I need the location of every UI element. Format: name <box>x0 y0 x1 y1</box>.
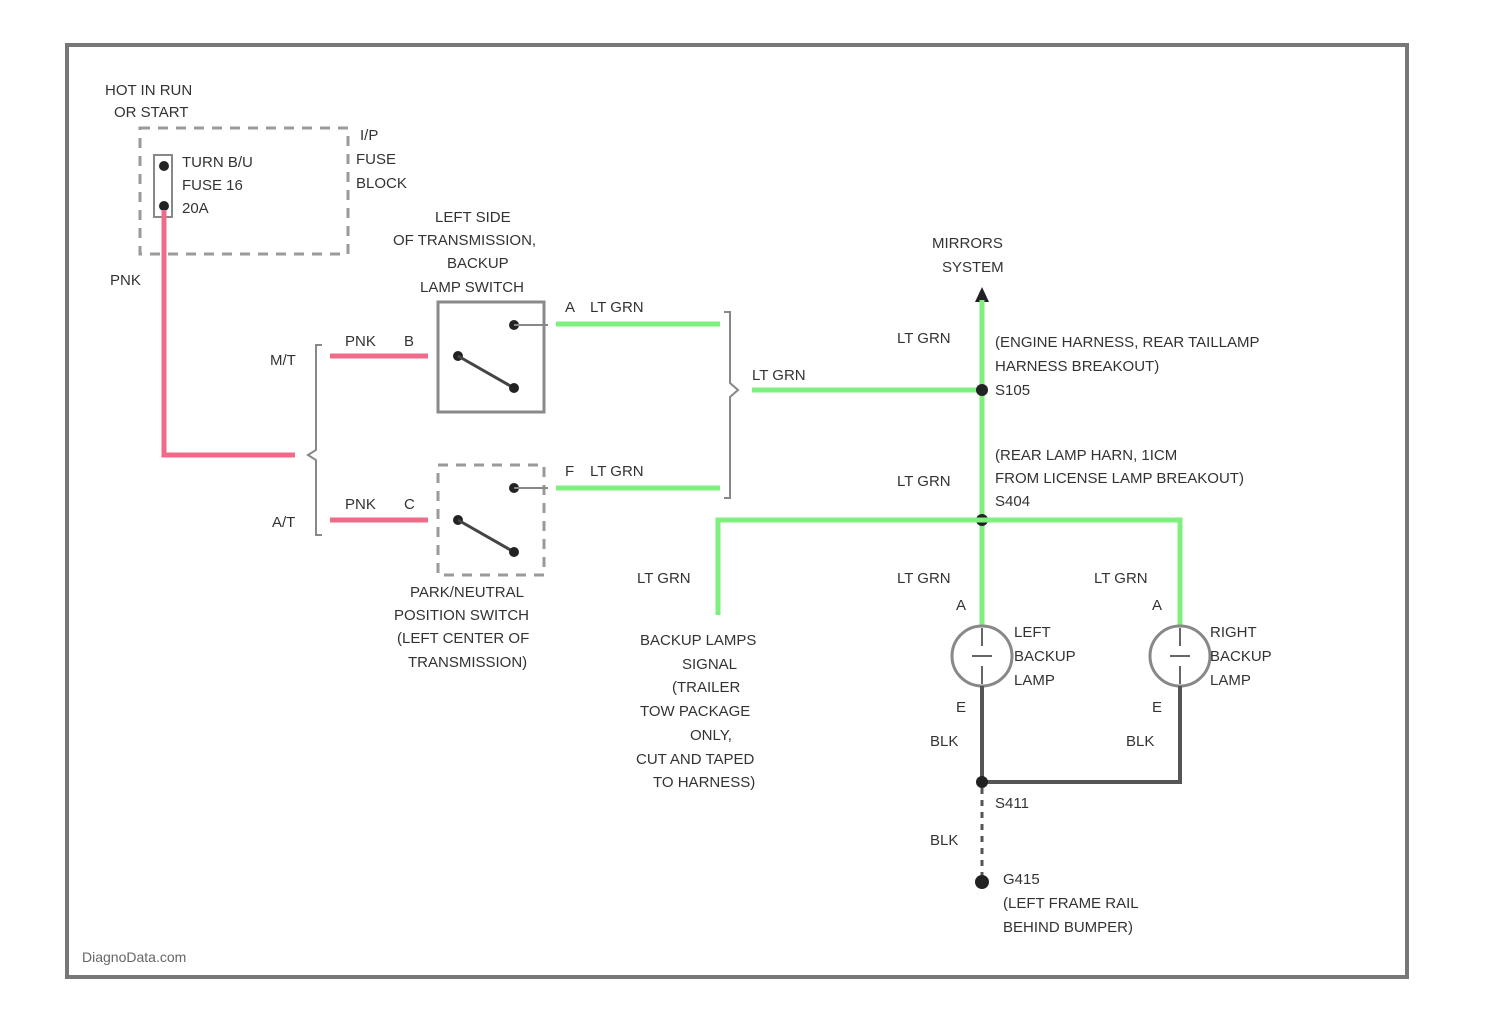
block-line-2: FUSE <box>356 151 396 168</box>
left-lamp-pin-out: E <box>956 699 966 716</box>
pn-switch-contact-open <box>509 547 519 557</box>
right-lamp-wire-in: LT GRN <box>1094 570 1148 587</box>
splice-s105 <box>976 384 988 396</box>
backup-switch-title-2: OF TRANSMISSION, <box>393 232 536 249</box>
mirrors-line-1: MIRRORS <box>932 235 1003 252</box>
mt-option-label: M/T <box>270 352 296 369</box>
power-label-2: OR START <box>114 104 188 121</box>
right-lamp-pin-in: A <box>1152 597 1162 614</box>
pn-switch-title-1: PARK/NEUTRAL <box>410 584 524 601</box>
s105-up-wire: LT GRN <box>897 330 951 347</box>
left-lamp-label-3: LAMP <box>1014 672 1055 689</box>
ground-wire: BLK <box>930 832 958 849</box>
pn-switch-input-pin: C <box>404 496 415 513</box>
block-line-3: BLOCK <box>356 175 407 192</box>
left-lamp-label-2: BACKUP <box>1014 648 1076 665</box>
source-watermark: DiagnoData.com <box>82 949 186 965</box>
trailer-line-7: TO HARNESS) <box>653 774 755 791</box>
left-lamp-wire-out: BLK <box>930 733 958 750</box>
s105-id: S105 <box>995 382 1030 399</box>
left-lamp-pin-in: A <box>956 597 966 614</box>
diagram-frame <box>67 45 1407 977</box>
trailer-line-6: CUT AND TAPED <box>636 751 755 768</box>
trailer-wire: LT GRN <box>637 570 691 587</box>
right-lamp-label-3: LAMP <box>1210 672 1251 689</box>
at-option-label: A/T <box>272 514 295 531</box>
right-lamp-pin-out: E <box>1152 699 1162 716</box>
pn-switch-output-pin: F <box>565 463 574 480</box>
s404-id: S404 <box>995 493 1030 510</box>
pn-switch-input-wire: PNK <box>345 496 376 513</box>
fuse-wire-color: PNK <box>110 272 141 289</box>
ground-desc-1: (LEFT FRAME RAIL <box>1003 895 1139 912</box>
backup-switch-output-wire: LT GRN <box>590 299 644 316</box>
fuse-terminal-top <box>159 161 169 171</box>
backup-switch-input-wire: PNK <box>345 333 376 350</box>
backup-switch-title-4: LAMP SWITCH <box>420 279 524 296</box>
pn-switch-title-2: POSITION SWITCH <box>394 607 529 624</box>
s105-desc-2: HARNESS BREAKOUT) <box>995 358 1159 375</box>
left-lamp-wire-in: LT GRN <box>897 570 951 587</box>
pn-switch-title-3: (LEFT CENTER OF <box>397 630 529 647</box>
s404-wire: LT GRN <box>897 473 951 490</box>
s404-desc-1: (REAR LAMP HARN, 1ICM <box>995 447 1177 464</box>
ground-point <box>975 875 989 889</box>
trailer-line-5: ONLY, <box>690 727 732 744</box>
fuse-line-3: 20A <box>182 200 209 217</box>
right-lamp-label-1: RIGHT <box>1210 624 1257 641</box>
backup-switch-title-3: BACKUP <box>447 255 509 272</box>
trailer-line-1: BACKUP LAMPS <box>640 632 756 649</box>
ground-desc-2: BEHIND BUMPER) <box>1003 919 1133 936</box>
ground-id: G415 <box>1003 871 1040 888</box>
left-lamp-label-1: LEFT <box>1014 624 1051 641</box>
right-lamp-wire-out: BLK <box>1126 733 1154 750</box>
pn-switch-title-4: TRANSMISSION) <box>408 654 527 671</box>
trailer-line-4: TOW PACKAGE <box>640 703 750 720</box>
fuse-line-2: FUSE 16 <box>182 177 243 194</box>
power-label-1: HOT IN RUN <box>105 82 192 99</box>
backup-switch-output-pin: A <box>565 299 575 316</box>
trailer-line-2: SIGNAL <box>682 656 737 673</box>
s105-desc-1: (ENGINE HARNESS, REAR TAILLAMP <box>995 334 1260 351</box>
backup-switch-title-1: LEFT SIDE <box>435 209 511 226</box>
s411-id: S411 <box>995 795 1029 812</box>
backup-switch-input-pin: B <box>404 333 414 350</box>
trailer-line-3: (TRAILER <box>672 679 741 696</box>
block-line-1: I/P <box>360 127 378 144</box>
fuse-line-1: TURN B/U <box>182 154 253 171</box>
s105-input-wire: LT GRN <box>752 367 806 384</box>
right-lamp-label-2: BACKUP <box>1210 648 1272 665</box>
backup-switch-contact-open <box>509 383 519 393</box>
mirrors-line-2: SYSTEM <box>942 259 1004 276</box>
pn-switch-output-wire: LT GRN <box>590 463 644 480</box>
s404-desc-2: FROM LICENSE LAMP BREAKOUT) <box>995 470 1244 487</box>
fuse-terminal-bottom <box>159 201 169 211</box>
splice-s411 <box>976 776 988 788</box>
